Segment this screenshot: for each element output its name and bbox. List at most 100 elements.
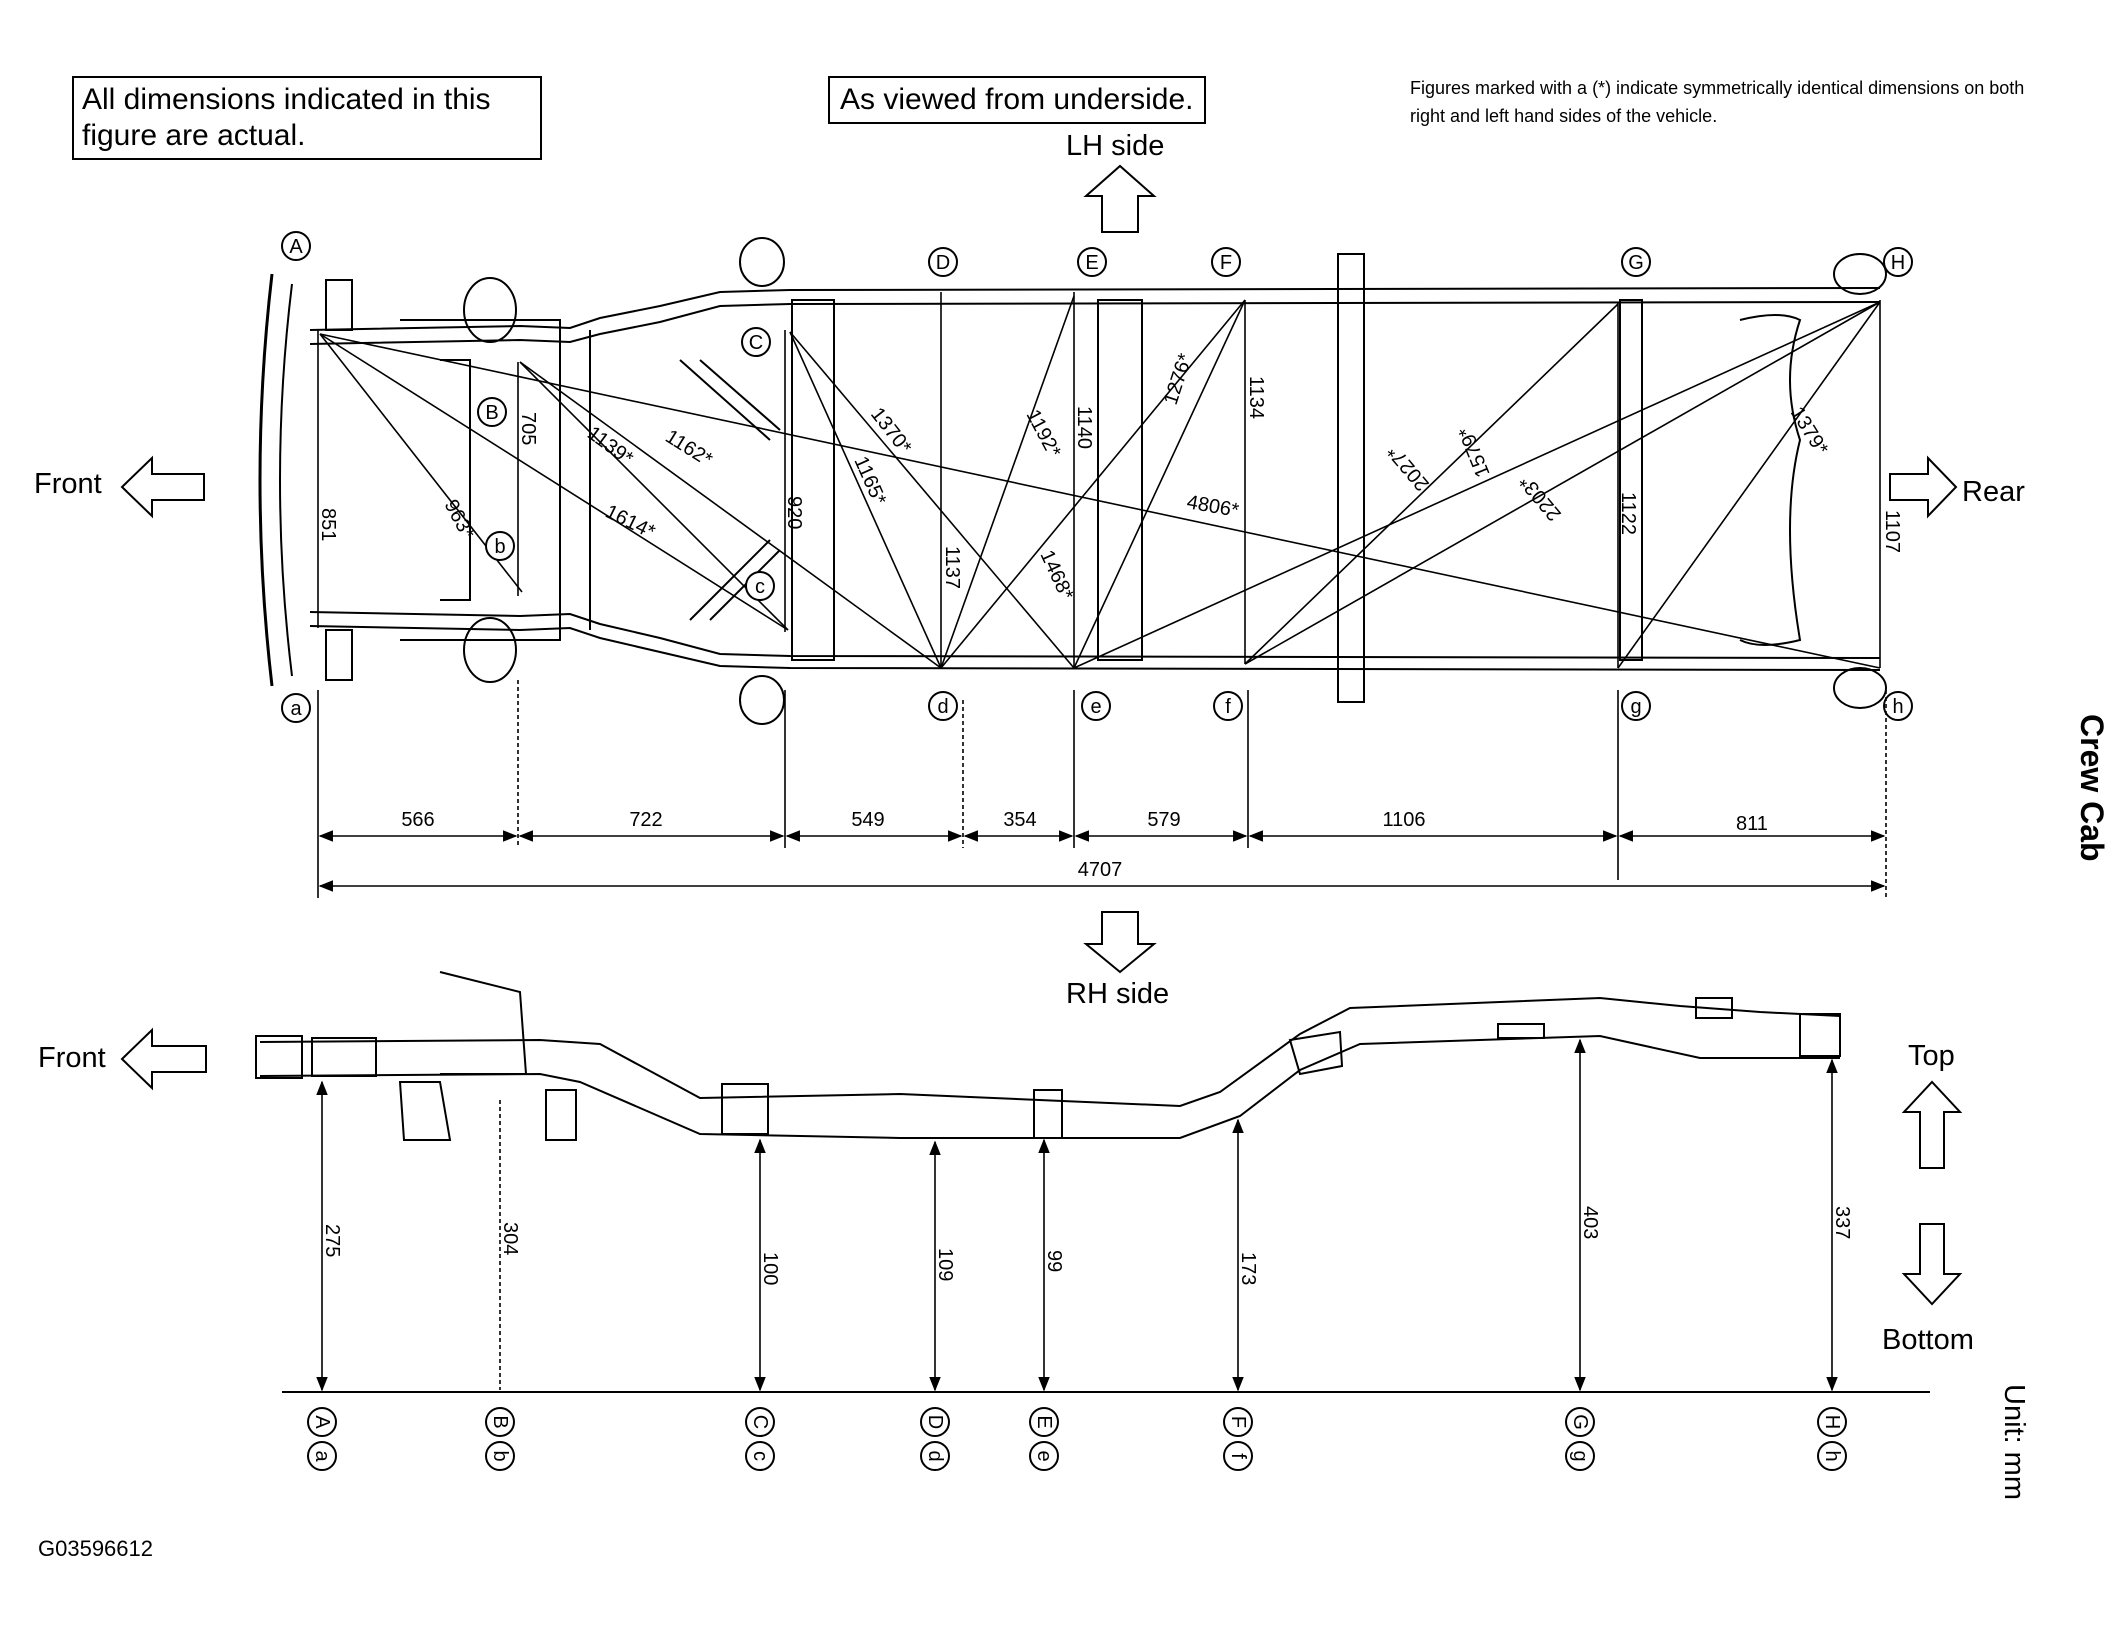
marker-F: F <box>1211 247 1241 277</box>
svg-text:f: f <box>1225 696 1231 718</box>
width-label-dd: 1137 <box>941 546 963 589</box>
svg-text:b: b <box>494 536 505 558</box>
diag-label-2203: 2203* <box>1515 471 1566 525</box>
rear-arrow-icon <box>1889 455 1958 519</box>
width-label-aa: 851 <box>317 508 339 541</box>
svg-text:d: d <box>924 1450 946 1461</box>
diag-label-963: 963* <box>440 496 479 543</box>
lh-side-label: LH side <box>1066 130 1165 162</box>
marker-G: G <box>1621 247 1651 277</box>
width-label-cc: 920 <box>783 496 805 529</box>
dim-label-549: 549 <box>851 809 884 831</box>
marker-pair-Ff: Ff <box>1223 1407 1253 1471</box>
dim-label-579: 579 <box>1147 809 1180 831</box>
width-label-ff: 1134 <box>1245 376 1267 419</box>
height-label-304: 304 <box>499 1222 521 1255</box>
svg-text:E: E <box>1085 252 1098 274</box>
front-arrow-icon-side <box>120 1027 207 1091</box>
point-markers-side: Aa Bb Cc Dd Ee Ff Gg Hh <box>307 1407 1847 1471</box>
marker-e: e <box>1081 691 1111 721</box>
underside-view-text: As viewed from underside. <box>840 83 1194 116</box>
top-label: Top <box>1908 1040 1955 1072</box>
marker-d: d <box>928 691 958 721</box>
front-label-top: Front <box>34 468 102 500</box>
front-arrow-icon-top <box>120 455 205 519</box>
svg-text:C: C <box>749 1415 771 1429</box>
marker-B: B <box>477 397 507 427</box>
svg-text:D: D <box>924 1415 946 1429</box>
svg-text:f: f <box>1227 1453 1249 1459</box>
marker-A: A <box>281 231 311 261</box>
dim-label-811: 811 <box>1736 813 1768 835</box>
overall-length-label: 4707 <box>1078 859 1123 881</box>
width-label-gg: 1122 <box>1617 492 1639 535</box>
svg-text:H: H <box>1891 252 1905 274</box>
marker-D: D <box>928 247 958 277</box>
diag-label-1614: 1614* <box>602 501 659 544</box>
svg-text:c: c <box>749 1451 771 1461</box>
point-markers-top: A B C D E F G H a b c d e f g h <box>281 231 1913 723</box>
svg-text:e: e <box>1090 696 1101 718</box>
svg-text:g: g <box>1569 1450 1591 1461</box>
underside-view-box: As viewed from underside. <box>828 76 1206 124</box>
diag-label-2027: 2027* <box>1383 441 1434 495</box>
marker-f: f <box>1213 691 1243 721</box>
rh-side-label: RH side <box>1066 978 1170 1010</box>
svg-text:h: h <box>1892 696 1903 718</box>
svg-text:H: H <box>1821 1415 1843 1429</box>
symmetry-note-text: Figures marked with a (*) indicate symme… <box>1410 78 2025 126</box>
dim-label-722: 722 <box>629 809 662 831</box>
svg-text:e: e <box>1033 1450 1055 1461</box>
height-label-173: 173 <box>1237 1252 1259 1285</box>
horizontal-dimension-chain <box>317 680 1887 898</box>
diag-label-4806: 4806* <box>1185 491 1241 522</box>
height-dimension-lines <box>282 1038 1930 1393</box>
svg-text:c: c <box>755 576 765 598</box>
actual-dimensions-text: All dimensions indicated in this figure … <box>82 83 491 152</box>
height-label-100: 100 <box>759 1252 781 1285</box>
diag-label-1276: 1276* <box>1160 351 1197 408</box>
symmetry-note: Figures marked with a (*) indicate symme… <box>1410 74 2030 130</box>
width-label-ee: 1140 <box>1073 406 1095 449</box>
height-label-275: 275 <box>321 1224 343 1257</box>
svg-text:d: d <box>937 696 948 718</box>
marker-a: a <box>281 693 311 723</box>
svg-text:G: G <box>1628 252 1644 274</box>
rh-side-arrow-icon <box>1083 911 1157 974</box>
diag-label-1468: 1468* <box>1035 547 1077 604</box>
svg-text:a: a <box>311 1450 333 1462</box>
marker-pair-Ee: Ee <box>1029 1407 1059 1471</box>
width-label-bb: 705 <box>517 412 539 445</box>
width-label-hh: 1107 <box>1881 510 1903 553</box>
marker-h: h <box>1883 691 1913 721</box>
marker-pair-Hh: Hh <box>1817 1407 1847 1471</box>
height-label-403: 403 <box>1579 1206 1601 1239</box>
svg-text:C: C <box>749 332 763 354</box>
marker-pair-Dd: Dd <box>920 1407 950 1471</box>
svg-text:a: a <box>290 698 302 720</box>
svg-text:b: b <box>489 1450 511 1461</box>
diag-label-1139: 1139* <box>583 422 637 470</box>
svg-text:E: E <box>1033 1415 1055 1428</box>
svg-text:B: B <box>485 402 498 424</box>
marker-c: c <box>745 571 775 601</box>
svg-text:G: G <box>1569 1414 1591 1430</box>
diag-label-1579: 1579* <box>1455 423 1495 480</box>
marker-pair-Aa: Aa <box>307 1407 337 1471</box>
measurement-lines <box>317 292 1881 669</box>
marker-pair-Bb: Bb <box>485 1407 515 1471</box>
marker-H: H <box>1883 247 1913 277</box>
marker-pair-Gg: Gg <box>1565 1407 1595 1471</box>
height-label-99: 99 <box>1043 1250 1065 1272</box>
top-arrow-icon <box>1901 1080 1963 1169</box>
svg-text:F: F <box>1227 1416 1249 1428</box>
marker-E: E <box>1077 247 1107 277</box>
diag-label-1192: 1192* <box>1022 406 1065 461</box>
svg-text:A: A <box>289 236 303 258</box>
bottom-label: Bottom <box>1882 1324 1974 1356</box>
marker-pair-Cc: Cc <box>745 1407 775 1471</box>
frame-side-view <box>255 971 1841 1141</box>
dim-label-566: 566 <box>401 809 434 831</box>
dim-label-1106: 1106 <box>1382 809 1425 831</box>
